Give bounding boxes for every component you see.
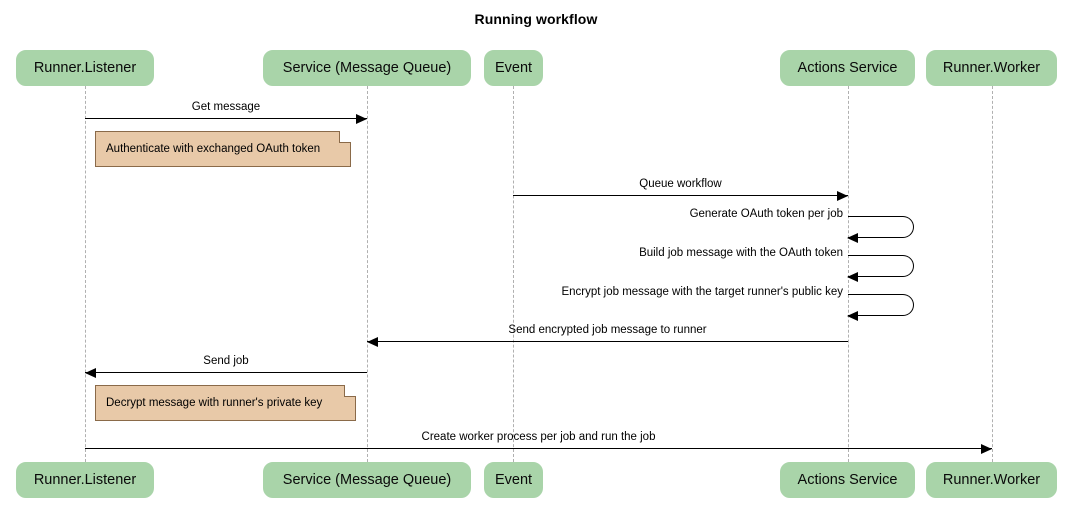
arrowhead-generate-oauth-token-per-job: [847, 233, 858, 243]
participant-runner-listener-bottom[interactable]: Runner.Listener: [16, 462, 154, 498]
arrowhead-send-encrypted-job-message-to-runner: [367, 337, 378, 347]
arrowhead-build-job-message-with-the-oauth-token: [847, 272, 858, 282]
arrowhead-encrypt-job-message-with-the-target-runners-public-key: [847, 311, 858, 321]
participant-runner-listener-top[interactable]: Runner.Listener: [16, 50, 154, 86]
participant-event-top[interactable]: Event: [484, 50, 543, 86]
note-fold-corner-icon: [339, 131, 351, 143]
participant-runner-worker-top[interactable]: Runner.Worker: [926, 50, 1057, 86]
message-line-create-worker-process-per-job-and-run-the-job: [85, 448, 992, 449]
participant-runner-worker-bottom[interactable]: Runner.Worker: [926, 462, 1057, 498]
arrowhead-create-worker-process-per-job-and-run-the-job: [981, 444, 992, 454]
message-line-get-message: [85, 118, 367, 119]
arrowhead-queue-workflow: [837, 191, 848, 201]
message-label-send-encrypted-job-message-to-runner: Send encrypted job message to runner: [508, 324, 707, 336]
note-label-decrypt-message-with-runners-private-key: Decrypt message with runner's private ke…: [106, 397, 323, 409]
self-message-build-job-message-with-the-oauth-token: [848, 255, 914, 277]
participant-service-message-queue-top[interactable]: Service (Message Queue): [263, 50, 471, 86]
message-label-send-job: Send job: [203, 355, 249, 367]
arrowhead-get-message: [356, 114, 367, 124]
lifeline-runner-worker: [992, 86, 993, 462]
lifeline-event: [513, 86, 514, 462]
self-message-encrypt-job-message-with-the-target-runners-public-key: [848, 294, 914, 316]
lifeline-runner-listener: [85, 86, 86, 462]
note-authenticate-with-exchanged-oauth-token: Authenticate with exchanged OAuth token: [95, 131, 351, 167]
participant-actions-service-bottom[interactable]: Actions Service: [780, 462, 915, 498]
message-line-queue-workflow: [513, 195, 848, 196]
participant-event-bottom[interactable]: Event: [484, 462, 543, 498]
message-line-send-job: [85, 372, 367, 373]
lifeline-service-message-queue: [367, 86, 368, 462]
note-decrypt-message-with-runners-private-key: Decrypt message with runner's private ke…: [95, 385, 356, 421]
message-line-send-encrypted-job-message-to-runner: [367, 341, 848, 342]
page-title: Running workflow: [474, 11, 598, 27]
note-fold-corner-icon: [344, 385, 356, 397]
message-label-get-message: Get message: [191, 101, 261, 113]
message-label-generate-oauth-token-per-job: Generate OAuth token per job: [689, 208, 843, 220]
message-label-build-job-message-with-the-oauth-token: Build job message with the OAuth token: [639, 247, 843, 259]
message-label-queue-workflow: Queue workflow: [639, 178, 722, 190]
message-label-encrypt-job-message-with-the-target-runners-public-key: Encrypt job message with the target runn…: [561, 286, 843, 298]
self-message-generate-oauth-token-per-job: [848, 216, 914, 238]
participant-actions-service-top[interactable]: Actions Service: [780, 50, 915, 86]
note-label-authenticate-with-exchanged-oauth-token: Authenticate with exchanged OAuth token: [106, 143, 321, 155]
participant-service-message-queue-bottom[interactable]: Service (Message Queue): [263, 462, 471, 498]
message-label-create-worker-process-per-job-and-run-the-job: Create worker process per job and run th…: [421, 431, 656, 443]
arrowhead-send-job: [85, 368, 96, 378]
